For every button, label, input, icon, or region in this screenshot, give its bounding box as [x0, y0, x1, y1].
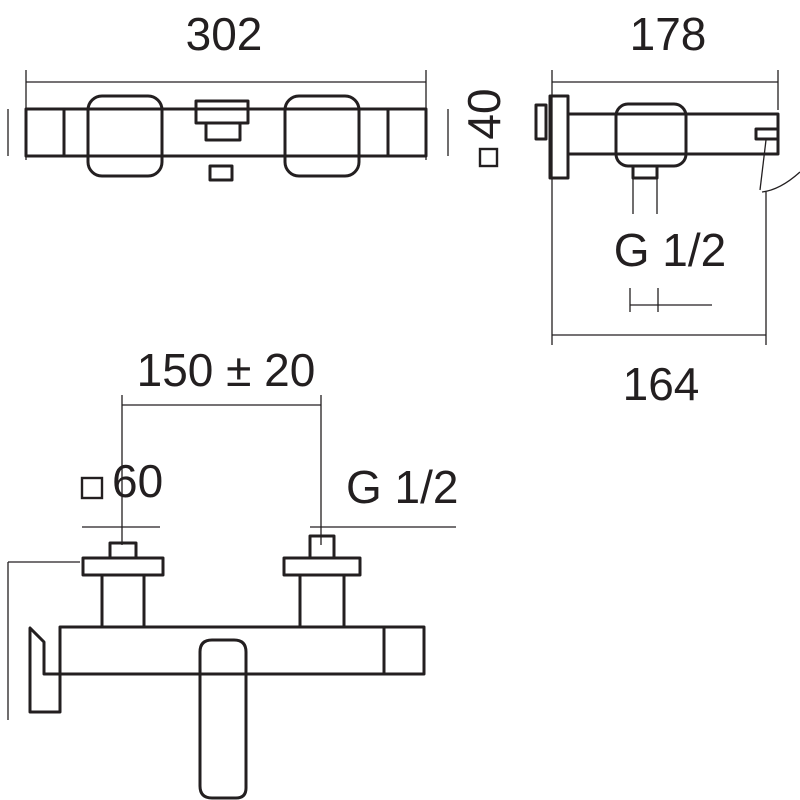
side-view-wall-cap — [534, 103, 548, 141]
top-view-spout-tip — [208, 164, 234, 182]
flange-dimension-label: 60 — [112, 455, 163, 507]
side-view-diverter-line — [759, 139, 767, 191]
left-valve-nut — [108, 541, 138, 560]
side-view-wall-flange — [548, 94, 570, 180]
front-thread-label: G 1/2 — [346, 461, 459, 513]
top-view-right-handle — [283, 94, 361, 178]
front-view-left-handle — [28, 626, 62, 714]
side-view-diverter-arc — [761, 171, 800, 193]
side-thread-label: G 1/2 — [614, 224, 727, 276]
depth-dimension-label: 40 — [458, 88, 510, 139]
top-view-left-handle — [86, 94, 164, 178]
flange-square-symbol-icon — [80, 476, 104, 500]
front-view-body — [58, 625, 426, 676]
top-view-body — [24, 107, 428, 158]
centers-dimension-label: 150 ± 20 — [137, 344, 316, 396]
right-valve-stem — [298, 573, 346, 629]
projection-dimension-label: 164 — [623, 358, 700, 410]
right-wall-flange — [282, 556, 362, 577]
top-view-outlet-block — [194, 99, 250, 125]
left-wall-flange — [81, 556, 165, 577]
width-dimension-label: 302 — [186, 8, 263, 60]
front-view-center-lever — [198, 638, 248, 800]
side-view: 178 G 1/2 164 — [534, 8, 800, 410]
top-view-outlet-neck — [204, 121, 242, 142]
side-view-connector — [631, 164, 659, 180]
side-view-spout-outlet — [754, 127, 780, 141]
right-valve-nut — [308, 534, 336, 560]
top-view: 302 40 — [7, 8, 510, 182]
side-depth-dimension-label: 178 — [630, 8, 707, 60]
square-symbol-icon — [478, 147, 499, 168]
side-view-body — [566, 112, 780, 156]
front-view: 150 ± 20 60 G 1/2 — [7, 344, 459, 800]
left-valve-stem — [100, 573, 146, 629]
